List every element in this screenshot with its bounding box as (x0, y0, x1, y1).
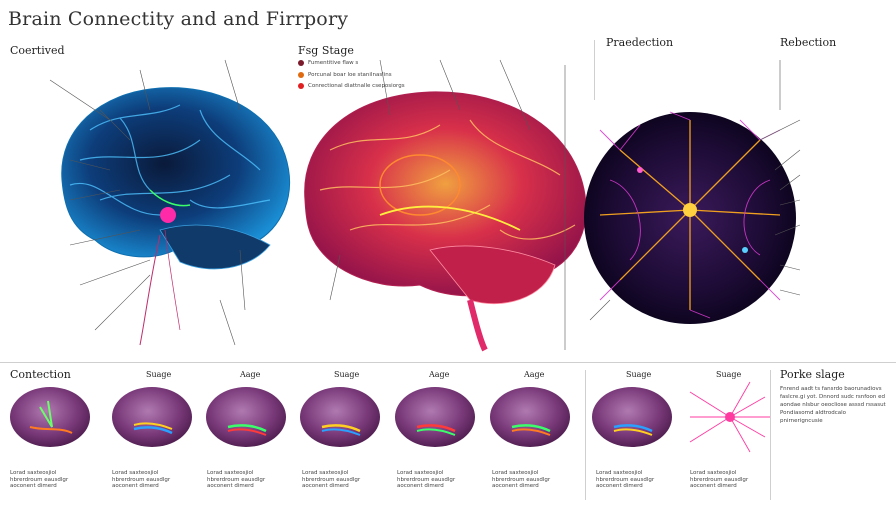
legend-item: Conrectional diattnalle cseposiorgs (298, 83, 405, 90)
stage-label: Suage (716, 370, 742, 379)
legend-dot-icon (298, 60, 304, 67)
stage-caption: Lorad saxteosjiol hbrerdroum eausdlgr ao… (690, 470, 749, 490)
leader-lines (49, 59, 801, 350)
section-divider (0, 362, 896, 363)
legend-dot-icon (298, 83, 304, 90)
left-panel-header: Coertived (10, 44, 65, 57)
stage-label: Aage (524, 370, 545, 379)
stage-caption: Lorad saxteosjiol hbrerdroum eausdlgr ao… (112, 470, 171, 490)
stage-brains-row (10, 381, 770, 453)
right-panel-header-2: Rebection (780, 36, 837, 49)
neuron-network-illustration (584, 111, 796, 324)
stage-label: Aage (429, 370, 450, 379)
stage-caption: Lorad saxteosjiol hbrerdroum eausdlgr ao… (302, 470, 361, 490)
stage-caption: Lorad saxteosjiol hbrerdroum eausdlgr ao… (596, 470, 655, 490)
middle-panel-header: Fsg Stage (298, 44, 354, 57)
legend-label: Fumentitive flaw s (308, 60, 359, 66)
column-divider (585, 370, 586, 500)
stage-caption: Lorad saxteosjiol hbrerdroum eausdlgr ao… (492, 470, 551, 490)
column-divider (594, 40, 595, 100)
page-title: Brain Connectity and and Firrpory (8, 8, 349, 30)
stage-label: Suage (626, 370, 652, 379)
final-stage-header: Porke slage (780, 368, 845, 381)
final-stage-description: Fnrend aadt ts fansrdo baorunadiovs fasl… (780, 386, 886, 424)
stage-label: Suage (334, 370, 360, 379)
right-panel-header-1: Praedection (606, 36, 674, 49)
legend-label: Conrectional diattnalle cseposiorgs (308, 83, 405, 90)
stage-legend: Fumentitive flaw s Porcunal boar loe sta… (298, 60, 405, 90)
blue-brain-illustration (61, 87, 290, 346)
legend-item: Fumentitive flaw s (298, 60, 405, 67)
stage-caption: Lorad saxteosjiol hbrerdroum eausdlgr ao… (10, 470, 69, 490)
legend-dot-icon (298, 71, 304, 78)
stage-label: Suage (146, 370, 172, 379)
bottom-section-header: Contection (10, 368, 71, 381)
legend-item: Porcunal boar loe stanilnaslins (298, 72, 405, 79)
stage-caption: Lorad saxteosjiol hbrerdroum eausdlgr ao… (207, 470, 266, 490)
red-brain-illustration (304, 91, 587, 352)
stage-label: Aage (240, 370, 261, 379)
legend-label: Porcunal boar loe stanilnaslins (308, 71, 392, 78)
column-divider (770, 370, 771, 500)
stage-caption: Lorad saxteosjiol hbrerdroum eausdlgr ao… (397, 470, 456, 490)
